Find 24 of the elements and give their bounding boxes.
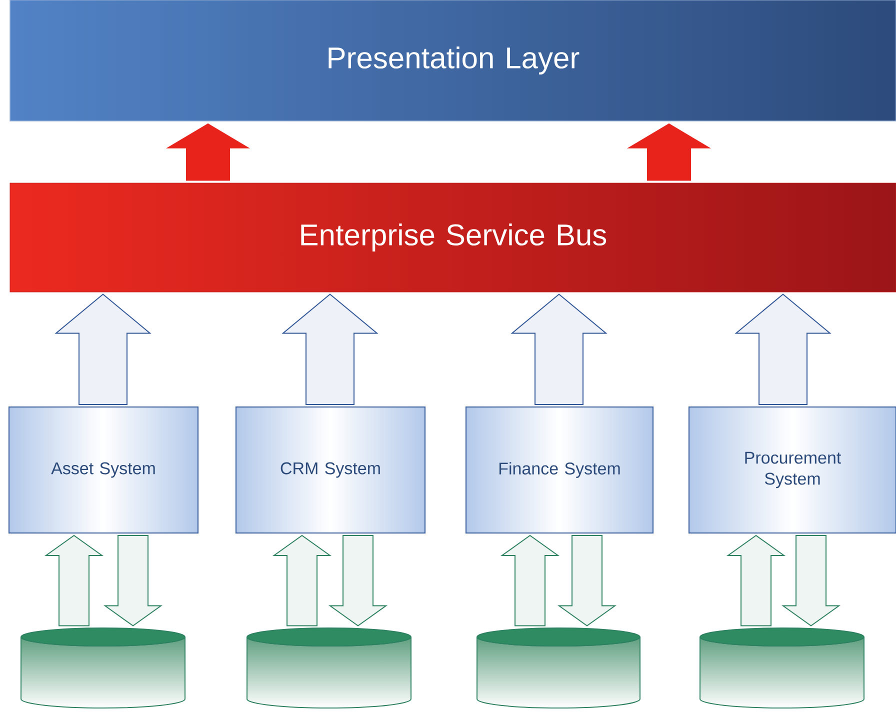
presentation-layer-bar: Presentation Layer	[10, 0, 896, 122]
block-arrow	[328, 535, 388, 626]
block-arrow	[166, 123, 250, 181]
system-box: Asset System	[8, 406, 198, 534]
database-cylinder	[476, 628, 640, 708]
system-box: Procurement System	[688, 406, 896, 534]
block-arrow	[557, 535, 617, 626]
system-box: CRM System	[236, 406, 426, 534]
block-arrow	[734, 294, 832, 405]
block-arrow	[44, 534, 104, 626]
block-arrow	[54, 294, 152, 405]
block-arrow	[510, 294, 608, 405]
service-bus-bar: Enterprise Service Bus	[10, 182, 896, 292]
database-cylinder	[20, 628, 186, 708]
database-cylinder	[700, 628, 864, 708]
block-arrow	[272, 534, 332, 626]
block-arrow	[500, 534, 560, 626]
system-box: Finance System	[466, 406, 654, 534]
block-arrow	[103, 535, 163, 626]
database-cylinder	[246, 628, 412, 708]
block-arrow	[627, 123, 711, 181]
block-arrow	[781, 535, 841, 626]
block-arrow	[726, 534, 786, 626]
block-arrow	[282, 294, 378, 405]
